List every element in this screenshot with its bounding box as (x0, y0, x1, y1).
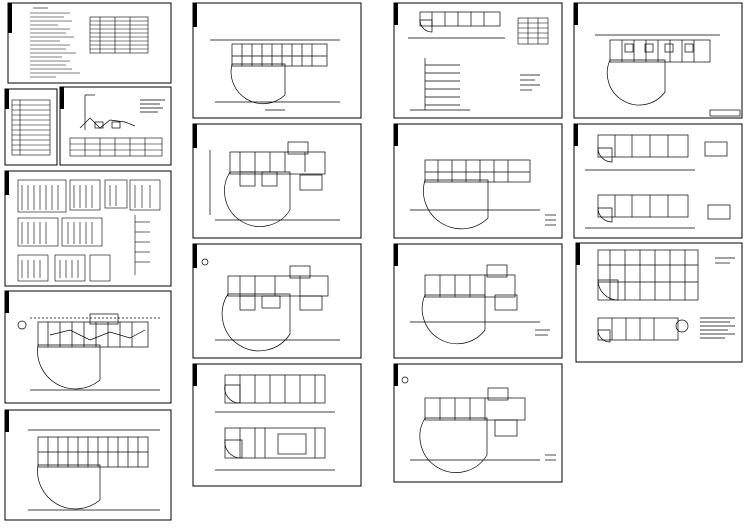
sheet-floor-plan-e[interactable] (393, 123, 563, 239)
plan-ground-floor (17, 313, 160, 391)
detail-lower (585, 194, 731, 229)
sheet-design-notes[interactable] (7, 2, 172, 84)
plan-d-upper (215, 374, 335, 413)
riser-table (517, 17, 549, 45)
sheet-drawing-index[interactable] (4, 88, 58, 166)
sheet-distribution-boxes[interactable] (4, 170, 172, 287)
plan-f (410, 264, 550, 345)
riser-vertical (410, 58, 540, 111)
riser-plan-strip (408, 11, 505, 39)
sheet-ground-floor-power[interactable] (4, 290, 172, 404)
plan-second-floor (28, 429, 160, 511)
notes-text-block (30, 7, 80, 78)
notes-table (89, 16, 149, 54)
sheet-riser-diagram-2[interactable] (393, 2, 563, 119)
sheet-second-floor-power[interactable] (4, 409, 172, 521)
plan-c (201, 258, 340, 352)
plan-roof (595, 34, 741, 117)
sheet-legend-table[interactable] (59, 86, 172, 166)
ground-plan-upper (597, 249, 735, 301)
plan-b (209, 141, 340, 227)
index-table (11, 99, 51, 156)
plan-d-lower (215, 427, 335, 471)
ground-plan-lower (597, 317, 735, 343)
sheet-floor-plan-b[interactable] (192, 123, 362, 239)
sheet-detail-plans[interactable] (573, 123, 743, 239)
sheet-floor-plan-g[interactable] (393, 363, 563, 483)
plan-e (410, 159, 556, 230)
plan-g (401, 376, 556, 473)
legend-table (69, 137, 163, 157)
sheet-roof-plan[interactable] (573, 2, 743, 119)
sheet-floor-plan-d-double[interactable] (192, 363, 362, 487)
sheet-floor-plan-c[interactable] (192, 243, 362, 359)
legend-riser-lines (79, 94, 165, 130)
detail-upper (585, 134, 728, 171)
sheet-floor-plan-a[interactable] (192, 2, 362, 119)
sheet-floor-plan-f[interactable] (393, 243, 563, 359)
panel-schedules (17, 179, 161, 282)
plan-a (210, 39, 340, 111)
sheet-lightning-ground[interactable] (575, 242, 743, 363)
